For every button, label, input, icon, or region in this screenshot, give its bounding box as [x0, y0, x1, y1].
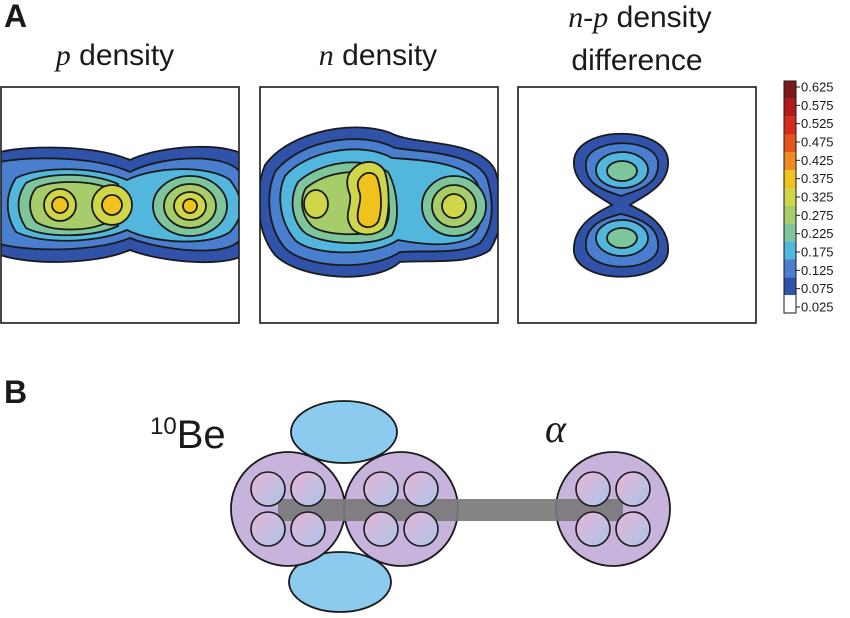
- orbital-top: [290, 400, 398, 464]
- colorbar-tick-label: 0.125: [801, 263, 834, 278]
- panel-a-label: A: [4, 0, 27, 34]
- nucleon: [403, 471, 439, 507]
- colorbar-swatch: [784, 277, 796, 296]
- nucleons: [250, 471, 651, 547]
- colorbar-tick-label: 0.425: [801, 153, 834, 168]
- difference-plot: [573, 133, 669, 278]
- nucleon: [403, 511, 439, 547]
- panel-b-label: B: [4, 374, 27, 410]
- colorbar-swatch: [784, 116, 796, 135]
- n-density-title: n density: [319, 39, 437, 72]
- difference-title-line2: difference: [571, 44, 702, 77]
- nucleon: [290, 471, 326, 507]
- p-density-title: p density: [54, 39, 174, 72]
- colorbar: 0.625 0.575 0.525 0.475 0.425 0.375 0.325 0.275…: [783, 80, 834, 315]
- nucleon: [363, 511, 399, 547]
- colorbar-swatch: [784, 188, 796, 206]
- nucleon: [363, 471, 399, 507]
- colorbar-swatch: [784, 98, 796, 117]
- colorbar-swatch: [784, 223, 796, 242]
- colorbar-tick-label: 0.575: [801, 98, 834, 113]
- nucleon: [290, 511, 326, 547]
- colorbar-tick-label: 0.625: [801, 80, 834, 95]
- colorbar-tick-label: 0.075: [801, 281, 834, 296]
- colorbar-tick-label: 0.175: [801, 245, 834, 260]
- difference-title-line1: n-p density: [568, 1, 711, 34]
- nucleon: [615, 471, 651, 507]
- colorbar-swatch: [784, 152, 796, 171]
- colorbar-swatch: [784, 205, 796, 224]
- orbital-bottom: [288, 551, 392, 613]
- colorbar-swatch: [784, 134, 796, 153]
- colorbar-swatch: [784, 259, 796, 278]
- bond-bar: [278, 499, 623, 521]
- nucleon: [575, 471, 611, 507]
- colorbar-tick-label: 0.375: [801, 171, 834, 186]
- colorbar-swatch: [784, 295, 796, 313]
- alpha-label: α: [545, 406, 567, 451]
- colorbar-tick-label: 0.525: [801, 116, 834, 131]
- p-density-frame: [0, 86, 240, 324]
- be10-label: 10Be: [150, 413, 226, 457]
- colorbar-swatch: [784, 170, 796, 189]
- colorbar-tick-label: 0.475: [801, 135, 834, 150]
- colorbar-tick-label: 0.275: [801, 208, 834, 223]
- difference-frame: [517, 86, 757, 324]
- p-density-plot: [1, 145, 239, 264]
- nucleon: [615, 511, 651, 547]
- colorbar-tick-label: 0.025: [801, 300, 834, 315]
- n-density-frame: [259, 86, 499, 324]
- colorbar-swatch: [784, 241, 796, 260]
- nucleon: [575, 511, 611, 547]
- n-density-plot: [260, 126, 498, 278]
- nucleon: [250, 471, 286, 507]
- colorbar-tick-label: 0.225: [801, 226, 834, 241]
- colorbar-tick-label: 0.325: [801, 190, 834, 205]
- colorbar-swatch: [784, 81, 796, 99]
- nucleon: [250, 511, 286, 547]
